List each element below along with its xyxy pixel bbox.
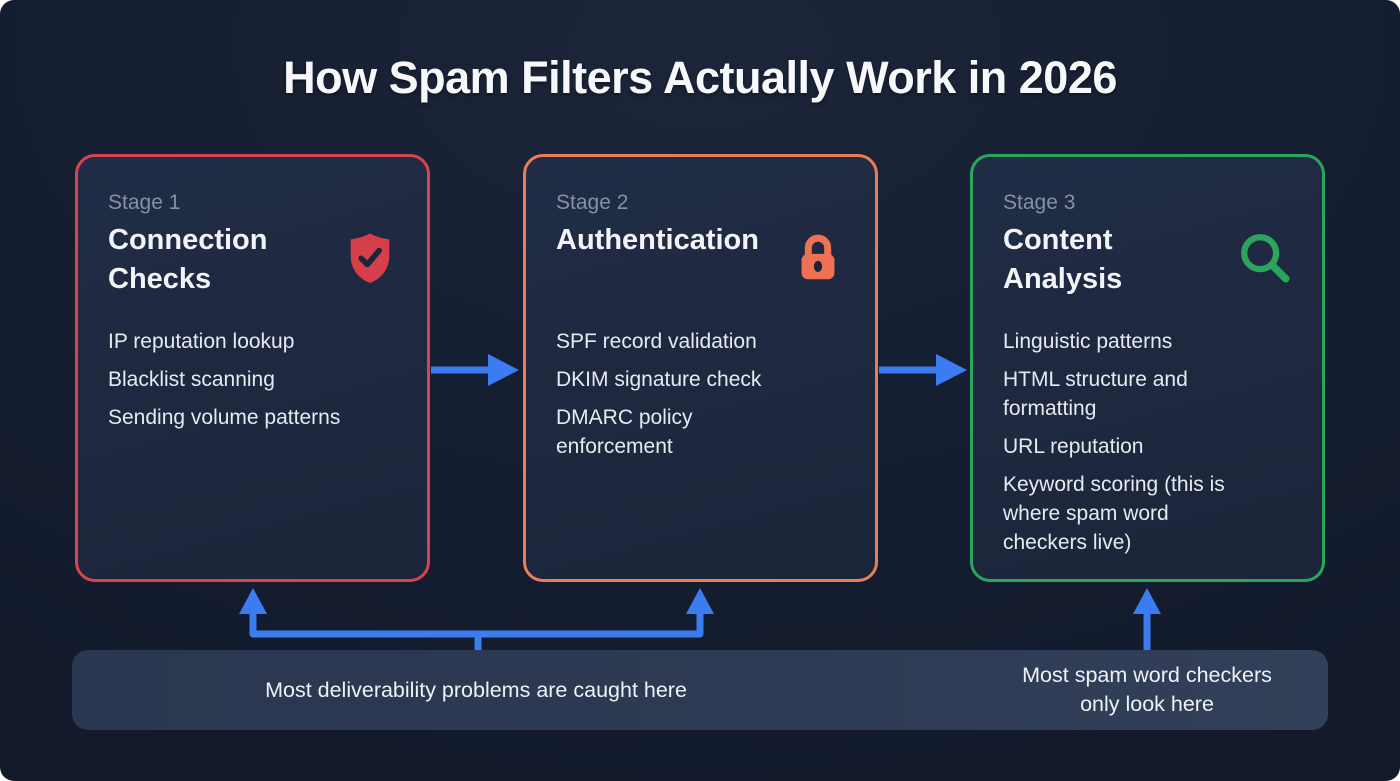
stage-card-connection-checks: Stage 1 Connection Checks IP reputation … bbox=[75, 154, 430, 582]
stage-title: Authentication bbox=[556, 224, 759, 256]
stage-items: Linguistic patterns HTML structure and f… bbox=[1003, 327, 1298, 566]
page-title: How Spam Filters Actually Work in 2026 bbox=[283, 52, 1117, 103]
flow-arrow-stage2-to-stage3 bbox=[879, 354, 967, 386]
stage-item: IP reputation lookup bbox=[108, 330, 295, 353]
stage-item: DKIM signature check bbox=[556, 368, 762, 391]
stage-item: URL reputation bbox=[1003, 435, 1144, 458]
stage-card-authentication: Stage 2 Authentication SPF record valida… bbox=[523, 154, 878, 582]
shield-check-icon bbox=[341, 229, 399, 287]
stage-title: Content Analysis bbox=[1003, 224, 1123, 295]
stage-item: Keyword scoring (this is where spam word… bbox=[1003, 473, 1225, 554]
stage-items: IP reputation lookup Blacklist scanning … bbox=[108, 327, 403, 441]
stage-item: HTML structure and formatting bbox=[1003, 368, 1188, 420]
stage-title: Connection Checks bbox=[108, 224, 268, 295]
flow-arrow-stage1-to-stage2 bbox=[431, 354, 519, 386]
callout-deliverability: Most deliverability problems are caught … bbox=[265, 677, 687, 702]
stage-items: SPF record validation DKIM signature che… bbox=[556, 327, 851, 470]
stage-label: Stage 1 bbox=[108, 191, 181, 214]
callout-spam-word-checkers: Most spam word checkers only look here bbox=[1022, 663, 1272, 716]
stage-label: Stage 3 bbox=[1003, 191, 1076, 214]
stage-label: Stage 2 bbox=[556, 191, 629, 214]
up-arrow-to-stage3 bbox=[1133, 588, 1161, 652]
callout-bar: Most deliverability problems are caught … bbox=[72, 650, 1328, 730]
stage-item: SPF record validation bbox=[556, 330, 757, 353]
stage-item: DMARC policy enforcement bbox=[556, 406, 693, 458]
stage-item: Linguistic patterns bbox=[1003, 330, 1173, 353]
search-icon bbox=[1236, 229, 1294, 287]
stage-item: Sending volume patterns bbox=[108, 406, 341, 429]
bracket-arrow-to-stage1-and-stage2 bbox=[239, 588, 714, 652]
stage-item: Blacklist scanning bbox=[108, 368, 275, 391]
lock-icon bbox=[789, 229, 847, 287]
stage-card-content-analysis: Stage 3 Content Analysis Linguistic patt… bbox=[970, 154, 1325, 582]
